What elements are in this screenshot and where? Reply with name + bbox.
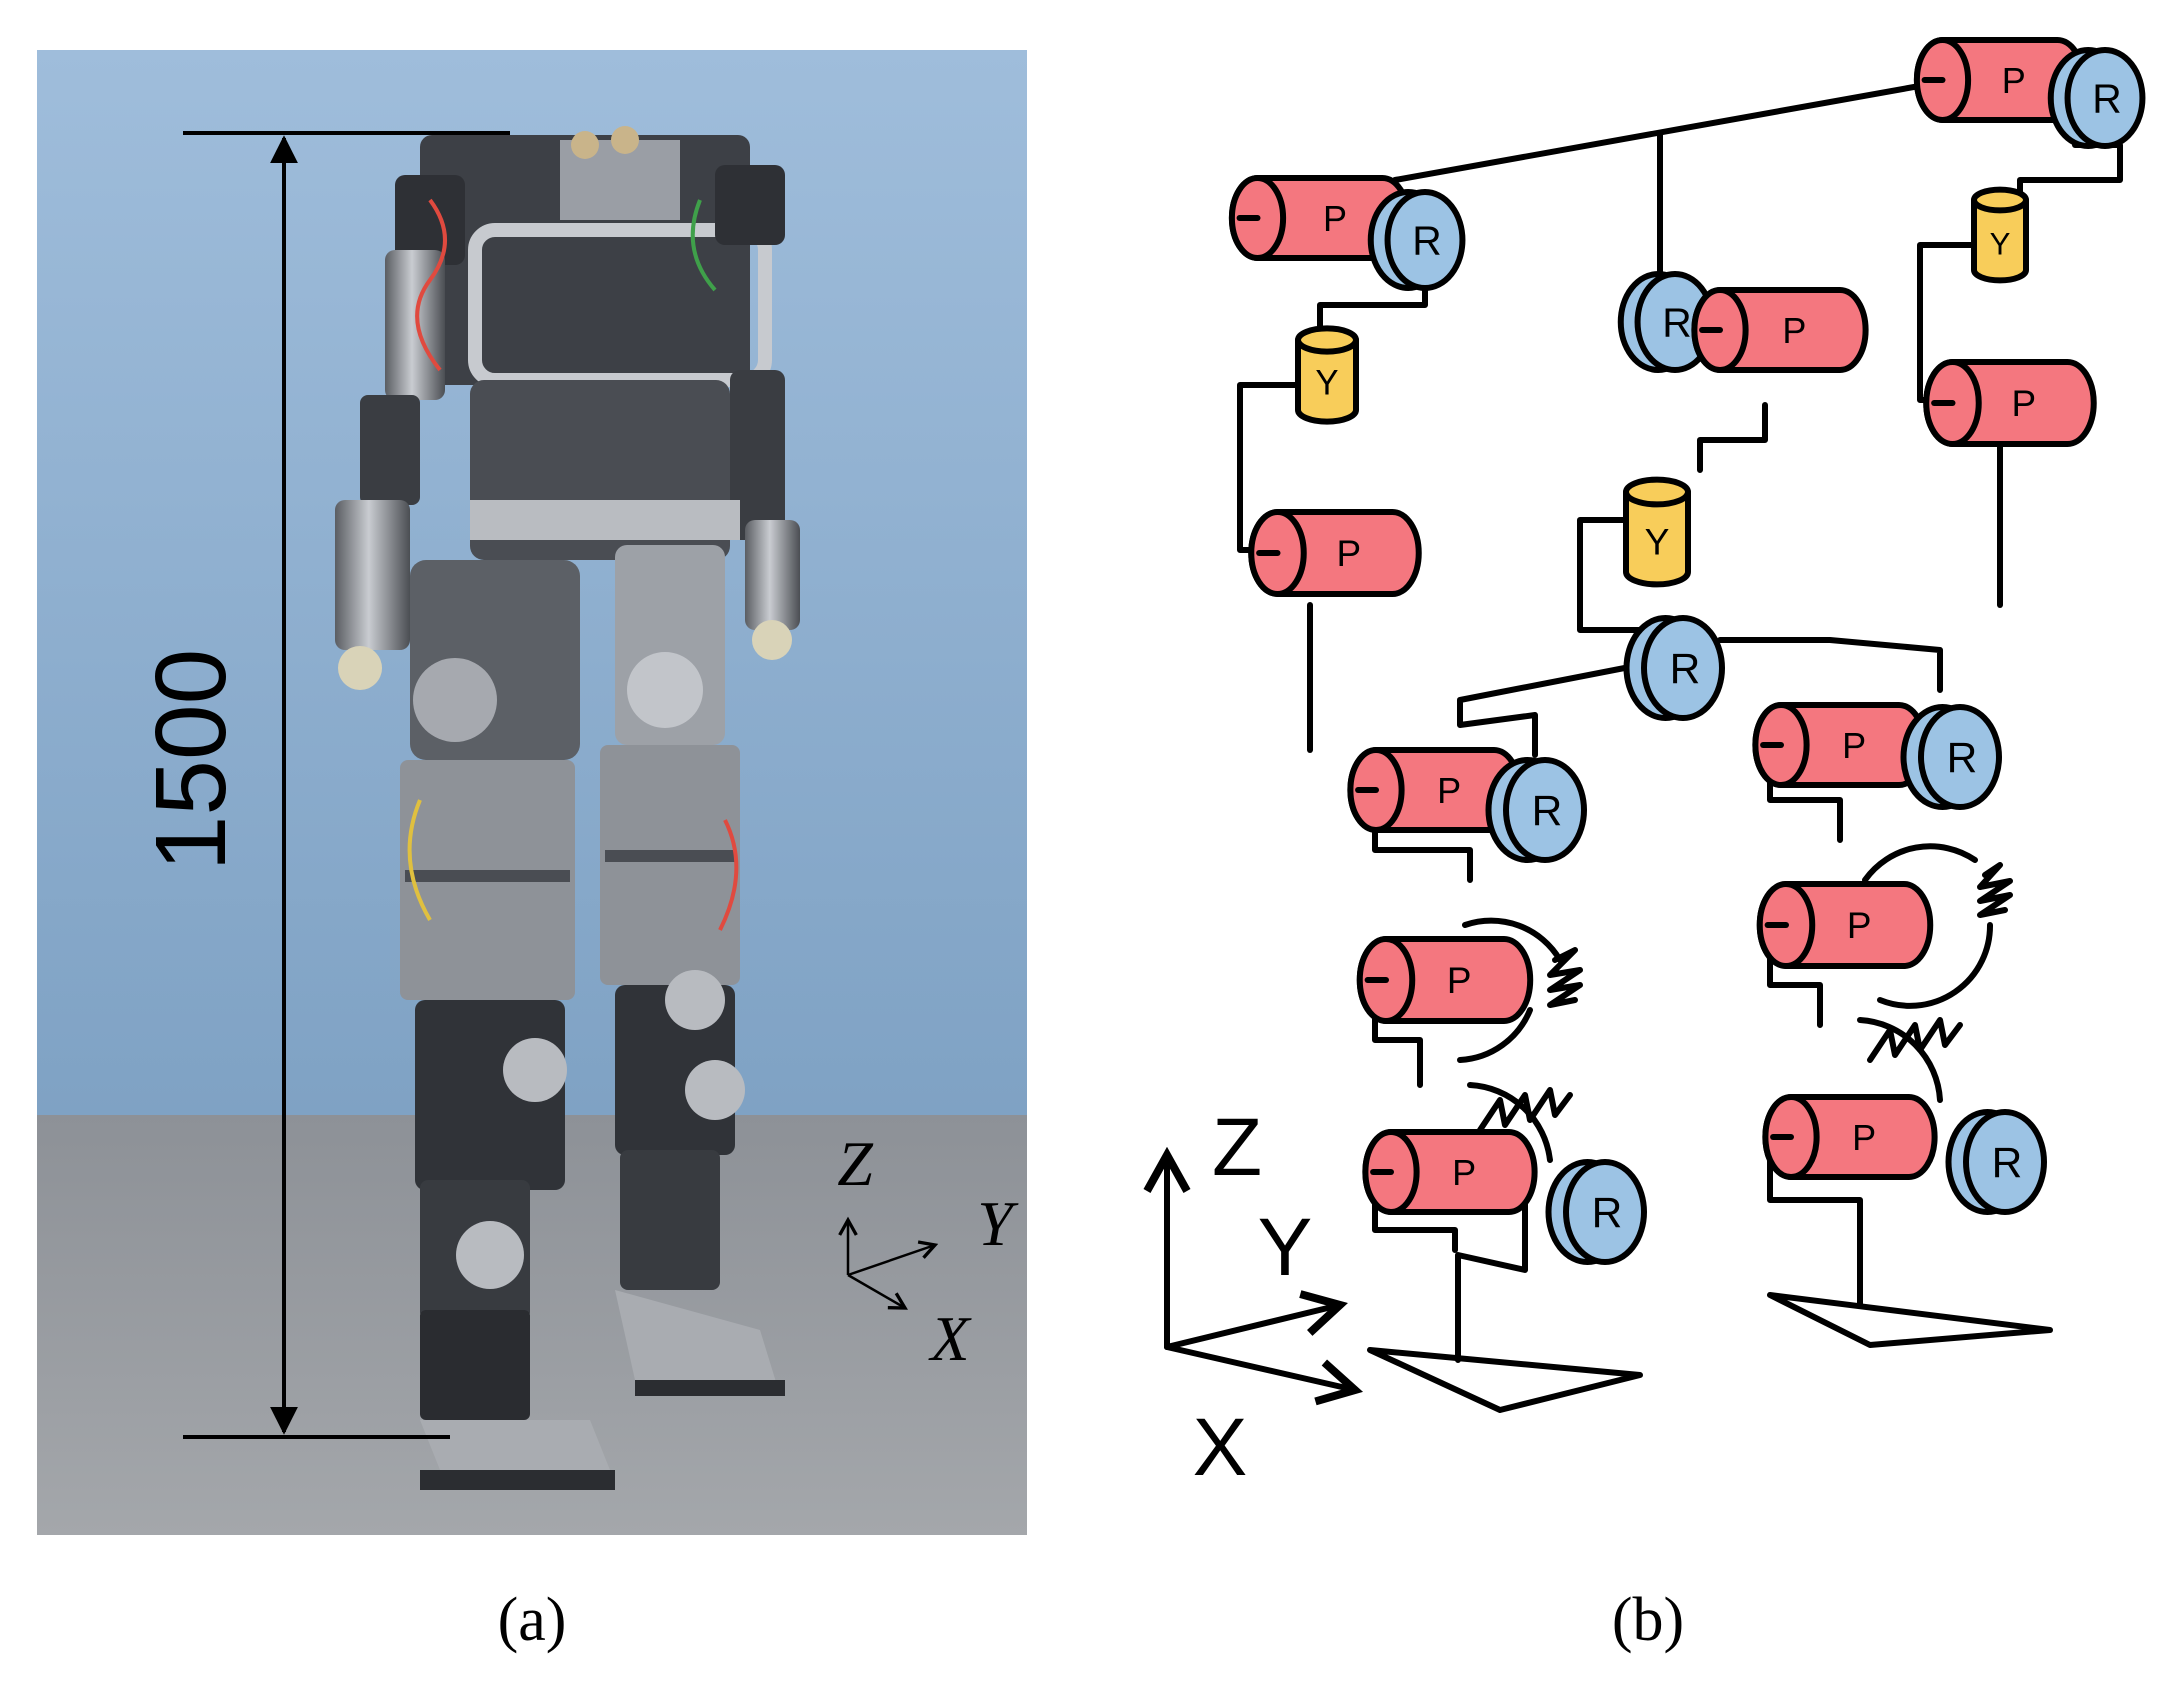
left-hip-pitch-joint-label: P <box>1437 770 1461 811</box>
right-hip-pitch-joint: P <box>1752 702 1928 788</box>
height-label: 1500 <box>135 649 247 871</box>
right-ankle-roll-joint: R <box>1945 1109 2047 1215</box>
springs <box>1457 843 2013 1163</box>
left-shoulder-yaw-joint: Y <box>1295 325 1359 425</box>
right-ankle-spring-arc <box>1857 1017 1943 1103</box>
left-ankle-pitch-joint-label: P <box>1452 1152 1476 1193</box>
pelvis-roll-joint-label: R <box>1670 646 1701 693</box>
photo-axis-y-label: Y <box>977 1188 1019 1259</box>
right-knee-spring <box>1977 862 2013 918</box>
right-elbow-pitch-joint-label: P <box>2011 383 2036 424</box>
left-ankle-roll-joint: R <box>1545 1159 1647 1265</box>
left-hip-roll-joint: R <box>1485 757 1587 863</box>
panel-a: 1500 Z Y X (a) <box>37 50 1027 1654</box>
right-shoulder-yaw-joint-label: Y <box>1990 227 2011 262</box>
right-ankle-pitch-joint-label: P <box>1852 1117 1876 1158</box>
right-knee-pitch-joint: P <box>1756 881 1934 969</box>
right-knee-spring-arc <box>1862 843 1994 1009</box>
joint-cylinders: P R Y P P R Y P R P Y R P R P P R P R P P R <box>1228 37 2146 1265</box>
left-shoulder-pitch-joint: P <box>1228 175 1412 261</box>
waist-pitch-joint-label: P <box>1782 310 1806 351</box>
waist-roll-joint-label: R <box>1662 299 1691 345</box>
right-shoulder-yaw-joint: Y <box>1971 186 2029 284</box>
right-shoulder-pitch-joint-label: P <box>2002 60 2026 101</box>
right-shoulder-roll-joint-label: R <box>2092 75 2121 121</box>
left-knee-spring-arc <box>1457 917 1563 1063</box>
diagram-axis-z-label: Z <box>1212 1102 1262 1193</box>
diagram-axis-x-label: X <box>1193 1402 1248 1493</box>
robot-photo <box>335 126 800 1490</box>
photo-axes: Z Y X <box>837 1128 1019 1374</box>
photo-axis-x-label: X <box>927 1303 972 1374</box>
left-ankle-roll-joint-label: R <box>1592 1190 1623 1237</box>
left-ankle-spring <box>1477 1087 1573 1133</box>
diagram-axis-y-label: Y <box>1258 1202 1313 1293</box>
caption-a: (a) <box>498 1586 567 1654</box>
right-shoulder-roll-joint: R <box>2047 47 2146 149</box>
kinematic-links <box>1237 82 2123 1413</box>
left-ankle-pitch-joint: P <box>1362 1129 1538 1215</box>
left-hip-roll-joint-label: R <box>1532 788 1563 835</box>
right-elbow-pitch-joint: P <box>1923 359 2097 447</box>
right-knee-pitch-joint-label: P <box>1847 905 1872 946</box>
left-knee-pitch-joint-label: P <box>1447 960 1472 1001</box>
pelvis-roll-joint: R <box>1623 615 1725 721</box>
left-shoulder-roll-joint-label: R <box>1412 217 1441 263</box>
waist-yaw-joint: Y <box>1623 476 1691 588</box>
diagram-axes <box>1167 1155 1355 1390</box>
left-shoulder-yaw-joint-label: Y <box>1315 364 1338 403</box>
left-elbow-pitch-joint-label: P <box>1336 533 1361 574</box>
photo-axis-z-label: Z <box>837 1128 874 1199</box>
right-hip-roll-joint: R <box>1900 704 2002 810</box>
left-knee-spring <box>1547 947 1583 1008</box>
left-knee-pitch-joint: P <box>1356 936 1534 1024</box>
right-ankle-pitch-joint: P <box>1762 1094 1938 1180</box>
right-ankle-spring <box>1867 1017 1963 1063</box>
right-hip-roll-joint-label: R <box>1947 735 1978 782</box>
right-ankle-roll-joint-label: R <box>1992 1140 2023 1187</box>
left-elbow-pitch-joint: P <box>1248 509 1422 597</box>
caption-b: (b) <box>1612 1586 1684 1654</box>
height-dimension: 1500 <box>135 131 510 1439</box>
waist-yaw-joint-label: Y <box>1645 520 1670 562</box>
panel-b: P R Y P P R Y P R P Y R P R P P R P R P P R Z Y X (b) <box>1167 37 2146 1654</box>
waist-pitch-joint: P <box>1691 287 1869 373</box>
left-ankle-spring-arc <box>1467 1082 1553 1163</box>
right-hip-pitch-joint-label: P <box>1842 725 1866 766</box>
left-shoulder-roll-joint: R <box>1367 189 1466 291</box>
right-shoulder-pitch-joint: P <box>1913 37 2087 123</box>
left-shoulder-pitch-joint-label: P <box>1323 198 1347 239</box>
